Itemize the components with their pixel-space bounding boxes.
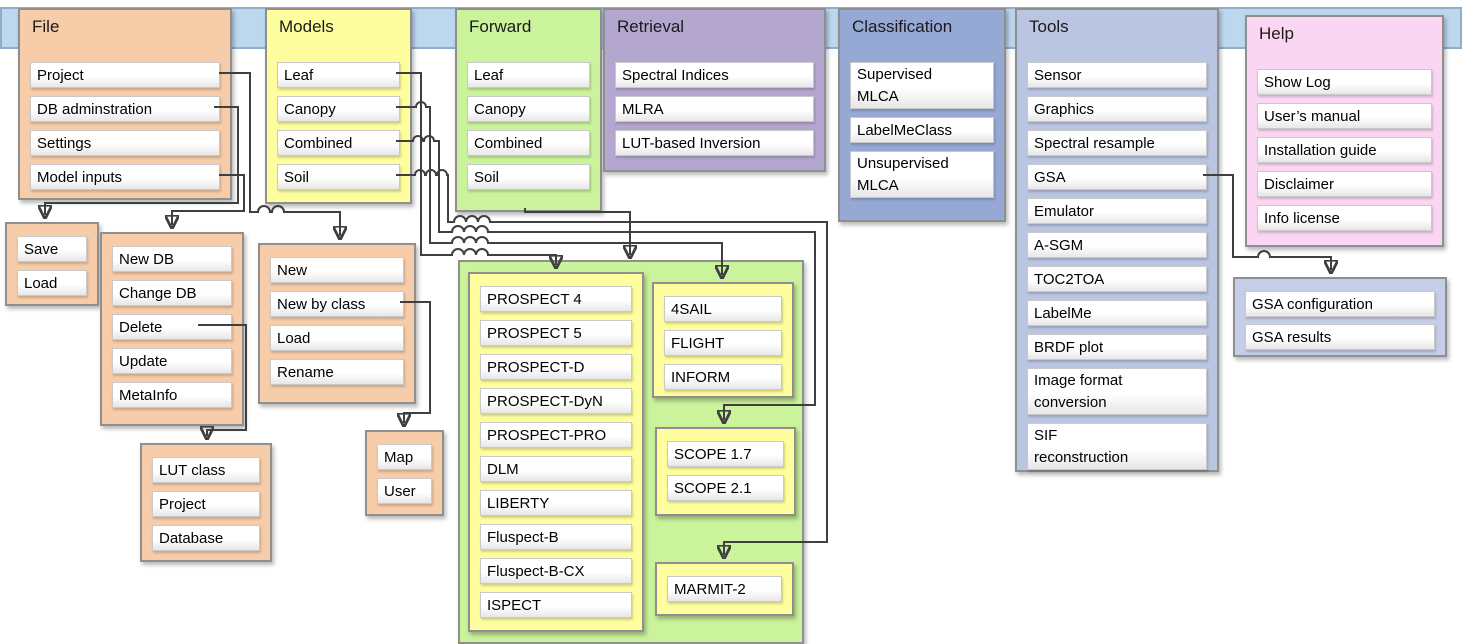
- menu-item: Map: [377, 444, 432, 470]
- menu-item: MARMIT-2: [667, 576, 782, 602]
- connector-forward-to-models-panel: [524, 208, 630, 255]
- menu-item: Graphics: [1027, 96, 1207, 122]
- menu-item: Canopy: [277, 96, 400, 122]
- menu-item: SCOPE 2.1: [667, 475, 784, 501]
- menu-item: Combined: [467, 130, 590, 156]
- menu-item: Disclaimer: [1257, 171, 1432, 197]
- menu-help-title: Help: [1259, 24, 1294, 43]
- menu-item: LabelMeClass: [850, 117, 994, 143]
- menu-item: PROSPECT 4: [480, 286, 632, 312]
- panel-canopy-models: 4SAIL FLIGHT INFORM: [652, 282, 794, 398]
- menu-item: Installation guide: [1257, 137, 1432, 163]
- menu-item: Leaf: [467, 62, 590, 88]
- menu-item: Database: [152, 525, 260, 551]
- panel-leaf-models: PROSPECT 4 PROSPECT 5 PROSPECT-D PROSPECT-D…: [468, 272, 644, 632]
- menu-item: PROSPECT-D: [480, 354, 632, 380]
- menu-item: Fluspect-B-CX: [480, 558, 632, 584]
- menu-item: Soil: [467, 164, 590, 190]
- menu-item: Sensor: [1027, 62, 1207, 88]
- menu-item: Image format conversion: [1027, 368, 1207, 415]
- menu-item: FLIGHT: [664, 330, 782, 356]
- menu-item: Rename: [270, 359, 404, 385]
- menu-item: Change DB: [112, 280, 232, 306]
- menu-item: 4SAIL: [664, 296, 782, 322]
- menu-item: Info license: [1257, 205, 1432, 231]
- menu-item: Soil: [277, 164, 400, 190]
- menu-models-title: Models: [279, 17, 334, 36]
- menu-tools-title: Tools: [1029, 17, 1069, 36]
- menu-item: PROSPECT-PRO: [480, 422, 632, 448]
- menu-item: User: [377, 478, 432, 504]
- menu-item: GSA: [1027, 164, 1207, 190]
- menu-item: Combined: [277, 130, 400, 156]
- panel-soil-models: MARMIT-2: [655, 562, 794, 616]
- menu-item: SCOPE 1.7: [667, 441, 784, 467]
- menu-item: Project: [30, 62, 220, 88]
- menu-item: TOC2TOA: [1027, 266, 1207, 292]
- menu-item: MLRA: [615, 96, 814, 122]
- menu-retrieval-title: Retrieval: [617, 17, 685, 36]
- menu-item: Supervised MLCA: [850, 62, 994, 109]
- menu-item: Fluspect-B: [480, 524, 632, 550]
- menu-item: INFORM: [664, 364, 782, 390]
- menu-item: Spectral resample: [1027, 130, 1207, 156]
- menu-item: DB adminstration: [30, 96, 220, 122]
- menu-item: Model inputs: [30, 164, 220, 190]
- menu-item: LUT class: [152, 457, 260, 483]
- menu-classification-title: Classification: [852, 17, 953, 36]
- menu-item: LIBERTY: [480, 490, 632, 516]
- menu-item: Unsupervised MLCA: [850, 151, 994, 198]
- menu-item: Save: [17, 236, 87, 262]
- menu-item: Show Log: [1257, 69, 1432, 95]
- menu-item: Load: [270, 325, 404, 351]
- menu-item: LUT-based Inversion: [615, 130, 814, 156]
- menu-item: New: [270, 257, 404, 283]
- menu-item: GSA configuration: [1245, 291, 1435, 317]
- menu-item: Delete: [112, 314, 232, 340]
- menu-item: Emulator: [1027, 198, 1207, 224]
- menu-item: Update: [112, 348, 232, 374]
- menu-item: New DB: [112, 246, 232, 272]
- menu-item: New by class: [270, 291, 404, 317]
- menu-item: Spectral Indices: [615, 62, 814, 88]
- menu-item: ISPECT: [480, 592, 632, 618]
- menu-classification: Classification Supervised MLCA LabelMeCla…: [838, 8, 1006, 222]
- menu-forward-title: Forward: [469, 17, 532, 36]
- menu-item: User’s manual: [1257, 103, 1432, 129]
- menu-item: LabelMe: [1027, 300, 1207, 326]
- menu-item: Settings: [30, 130, 220, 156]
- menu-item: DLM: [480, 456, 632, 482]
- menu-item: Project: [152, 491, 260, 517]
- menu-item: MetaInfo: [112, 382, 232, 408]
- menu-item: BRDF plot: [1027, 334, 1207, 360]
- menu-item: PROSPECT-DyN: [480, 388, 632, 414]
- menu-item: Canopy: [467, 96, 590, 122]
- menu-file-title: File: [32, 17, 60, 36]
- menu-item: SIF reconstruction: [1027, 423, 1207, 470]
- menu-item: A-SGM: [1027, 232, 1207, 258]
- menu-item: PROSPECT 5: [480, 320, 632, 346]
- menu-item: GSA results: [1245, 324, 1435, 350]
- menu-item: Leaf: [277, 62, 400, 88]
- menu-item: Load: [17, 270, 87, 296]
